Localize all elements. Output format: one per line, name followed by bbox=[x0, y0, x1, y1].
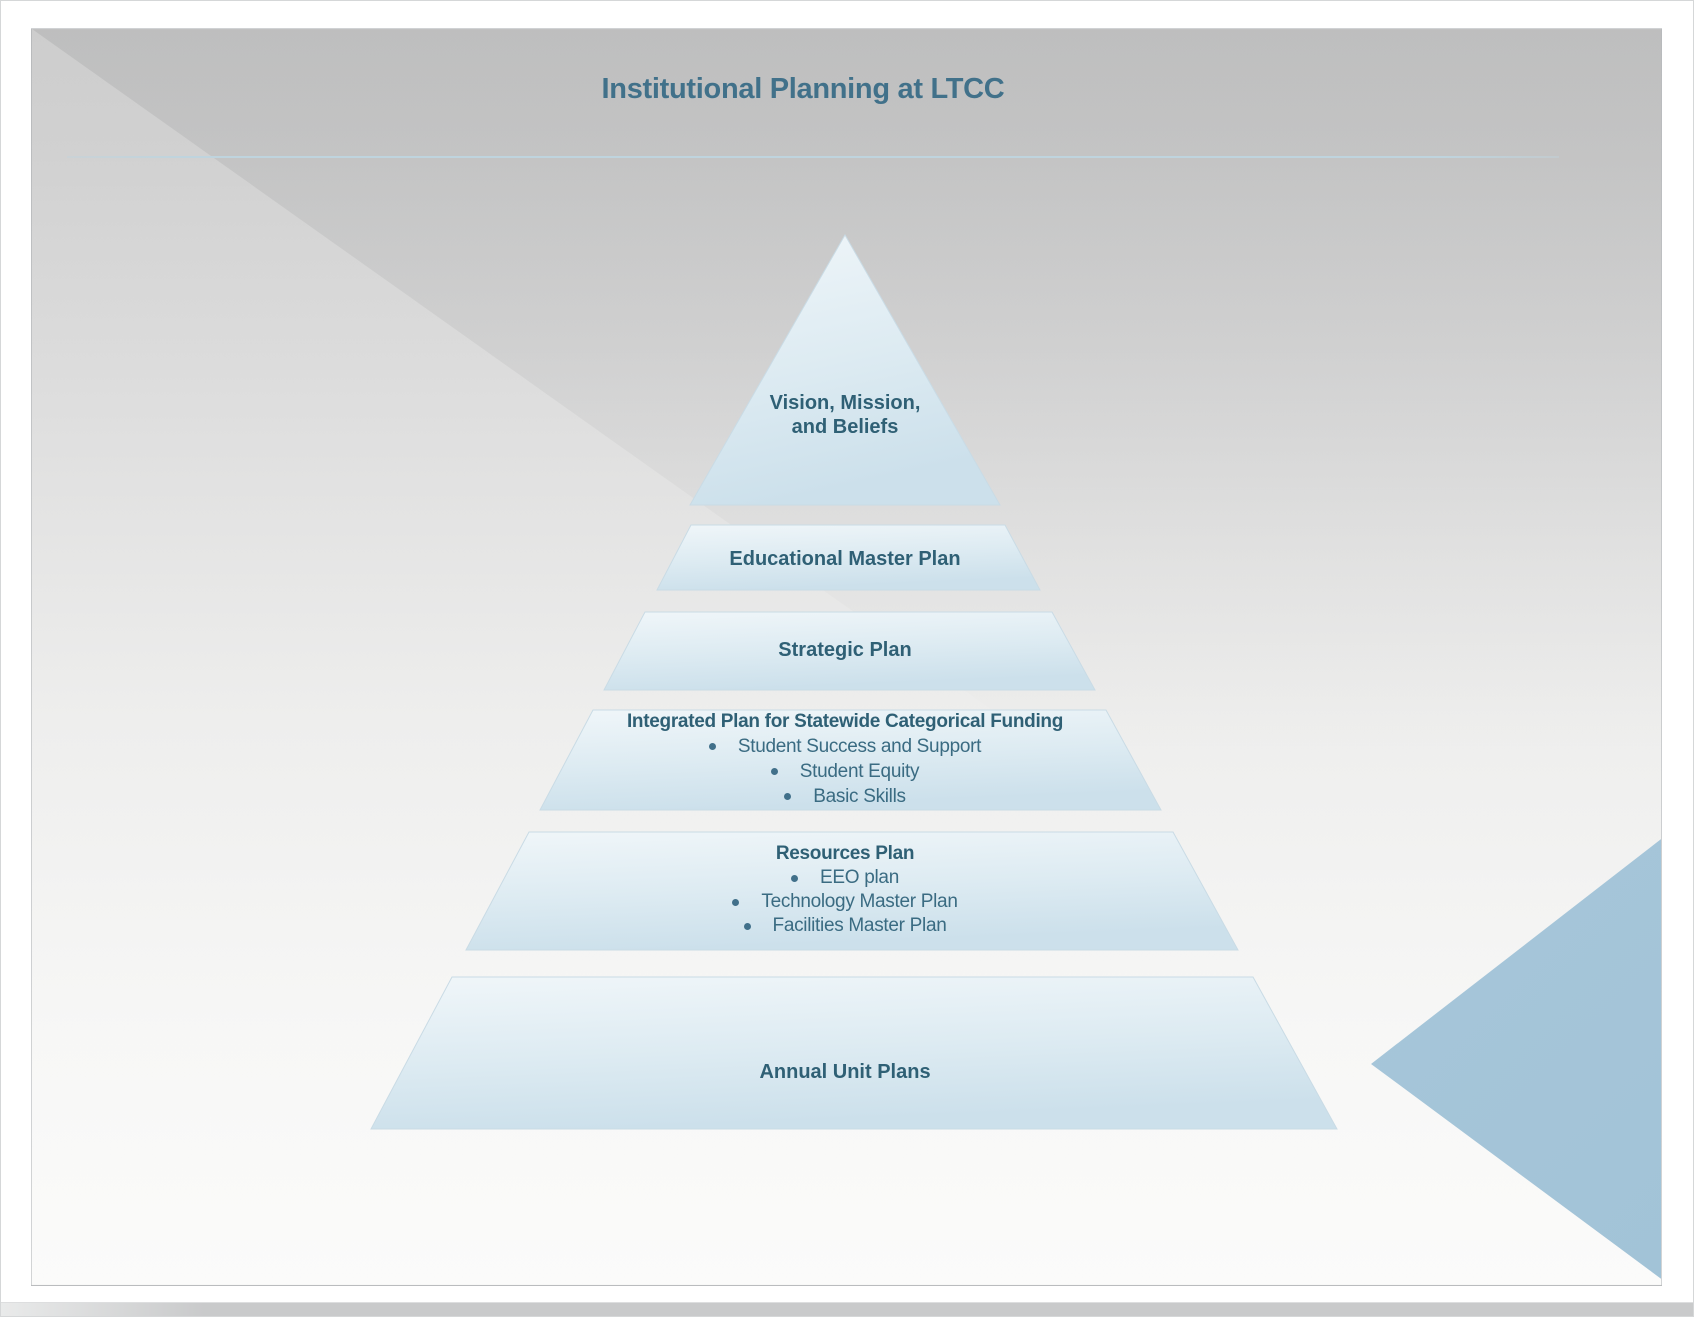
pyramid-level-6-shape bbox=[370, 976, 1338, 1130]
pyramid-level-3-label: Strategic Plan bbox=[535, 638, 1155, 662]
pyramid-level-2-label: Educational Master Plan bbox=[535, 547, 1155, 571]
level-5-bullet-1: EEO plan bbox=[535, 866, 1155, 890]
level-4-bullet-1: Student Success and Support bbox=[535, 734, 1155, 759]
bullet-dot-icon bbox=[784, 793, 792, 800]
level-4-bullet-3-text: Basic Skills bbox=[813, 786, 906, 807]
bullet-dot-icon bbox=[732, 898, 740, 906]
page-title: Institutional Planning at LTCC bbox=[601, 73, 1005, 105]
pyramid-level-1-shape bbox=[689, 233, 1001, 506]
level-5-bullet-2-text: Technology Master Plan bbox=[761, 891, 958, 912]
pyramid-level-5-label: Resources Plan EEO plan Technology Maste… bbox=[535, 842, 1155, 938]
slide: Institutional Planning at LTCC Vision, M… bbox=[31, 28, 1662, 1286]
level-1-line-1: Vision, Mission, bbox=[769, 392, 921, 414]
level-4-bullet-3: Basic Skills bbox=[535, 784, 1155, 809]
bullet-dot-icon bbox=[791, 874, 799, 882]
level-4-bullet-1-text: Student Success and Support bbox=[737, 736, 982, 757]
level-6-title: Annual Unit Plans bbox=[759, 1061, 931, 1083]
level-2-title: Educational Master Plan bbox=[729, 548, 961, 570]
bullet-dot-icon bbox=[743, 922, 751, 930]
title-underline bbox=[67, 156, 1559, 158]
pyramid-level-1-label: Vision, Mission, and Beliefs bbox=[535, 391, 1155, 439]
pyramid-level-2-shape bbox=[656, 524, 1041, 591]
bullet-dot-icon bbox=[770, 768, 778, 775]
pyramid-level-6-label: Annual Unit Plans bbox=[535, 1060, 1155, 1084]
level-5-bullet-2: Technology Master Plan bbox=[535, 890, 1155, 914]
window-bottom-edge bbox=[1, 1302, 1693, 1316]
level-5-bullet-1-text: EEO plan bbox=[820, 867, 899, 888]
level-1-line-2: and Beliefs bbox=[791, 416, 899, 438]
bullet-dot-icon bbox=[708, 743, 716, 750]
level-5-bullet-3: Facilities Master Plan bbox=[535, 914, 1155, 938]
level-3-title: Strategic Plan bbox=[778, 639, 912, 661]
pyramid-level-3-shape bbox=[603, 611, 1096, 691]
pyramid-level-5-shape bbox=[465, 831, 1239, 951]
level-4-bullet-2: Student Equity bbox=[535, 759, 1155, 784]
pyramid-diagram bbox=[370, 233, 1338, 1130]
level-5-bullet-3-text: Facilities Master Plan bbox=[772, 915, 947, 936]
level-4-bullet-2-text: Student Equity bbox=[799, 761, 920, 782]
level-4-title: Integrated Plan for Statewide Categorica… bbox=[626, 711, 1064, 732]
pyramid-level-4-label: Integrated Plan for Statewide Categorica… bbox=[535, 709, 1155, 809]
pyramid-level-4-shape bbox=[539, 709, 1162, 811]
level-5-title: Resources Plan bbox=[775, 843, 915, 864]
